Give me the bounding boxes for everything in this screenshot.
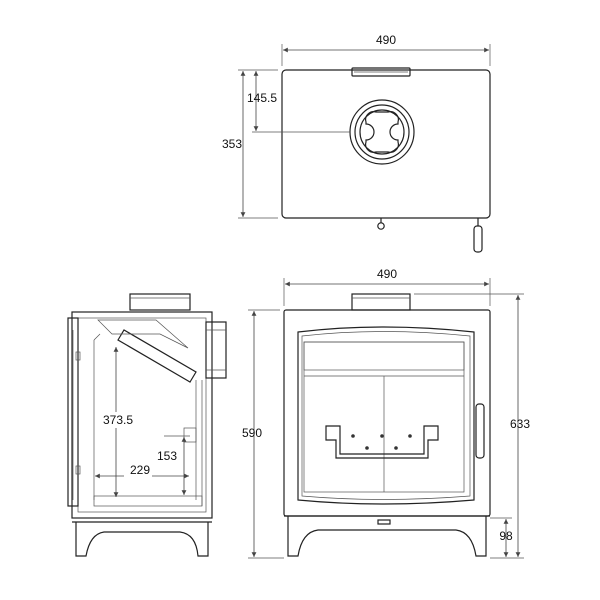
front-width-label: 490 <box>377 267 397 281</box>
body-height-dimension: 590 <box>242 309 284 559</box>
front-body-outline <box>283 309 491 517</box>
firebox-depth-dimension: 229 <box>95 463 189 479</box>
baffle <box>117 329 197 383</box>
ash-lip <box>377 519 391 525</box>
top-width-label: 490 <box>376 33 396 47</box>
firebox-base <box>93 495 203 507</box>
flue-offset-label: 145.5 <box>247 91 277 105</box>
top-depth-label: 353 <box>222 137 242 151</box>
front-width-dimension: 490 <box>283 267 491 306</box>
offset-dimension: 153 <box>152 435 190 495</box>
rear-collar <box>351 67 411 77</box>
total-height-label: 633 <box>510 417 530 431</box>
firebox-height-label: 373.5 <box>103 413 133 427</box>
total-height-dimension: 633 <box>414 293 530 559</box>
top-view: 490 353 145.5 <box>222 33 491 253</box>
door-frame <box>297 326 475 505</box>
body-height-label: 590 <box>242 426 262 440</box>
door-handle-top <box>473 218 483 253</box>
side-body-outline <box>71 311 213 519</box>
top-depth-dimension: 353 <box>222 69 278 219</box>
leg-height-dimension: 98 <box>490 517 513 557</box>
leg-height-label: 98 <box>499 529 513 543</box>
air-control-tab <box>377 218 385 230</box>
rear-spigot <box>205 321 227 379</box>
offset-label: 153 <box>157 449 177 463</box>
log-retainer <box>325 425 439 459</box>
flue-offset-dimension: 145.5 <box>247 71 350 133</box>
side-flue-collar <box>129 293 191 311</box>
flue-ring <box>349 99 415 165</box>
side-section-view: 373.5 229 153 <box>67 293 227 557</box>
door-handle-front <box>475 403 485 459</box>
side-door <box>67 317 79 507</box>
firebox-depth-label: 229 <box>130 463 150 477</box>
front-view: 490 590 633 98 <box>242 267 530 559</box>
front-flue-collar <box>351 293 411 311</box>
firebox-height-dimension: 373.5 <box>100 347 136 497</box>
front-legs <box>287 516 487 557</box>
side-legs <box>75 522 209 557</box>
top-plate-outline <box>281 69 491 219</box>
top-width-dimension: 490 <box>281 33 491 66</box>
